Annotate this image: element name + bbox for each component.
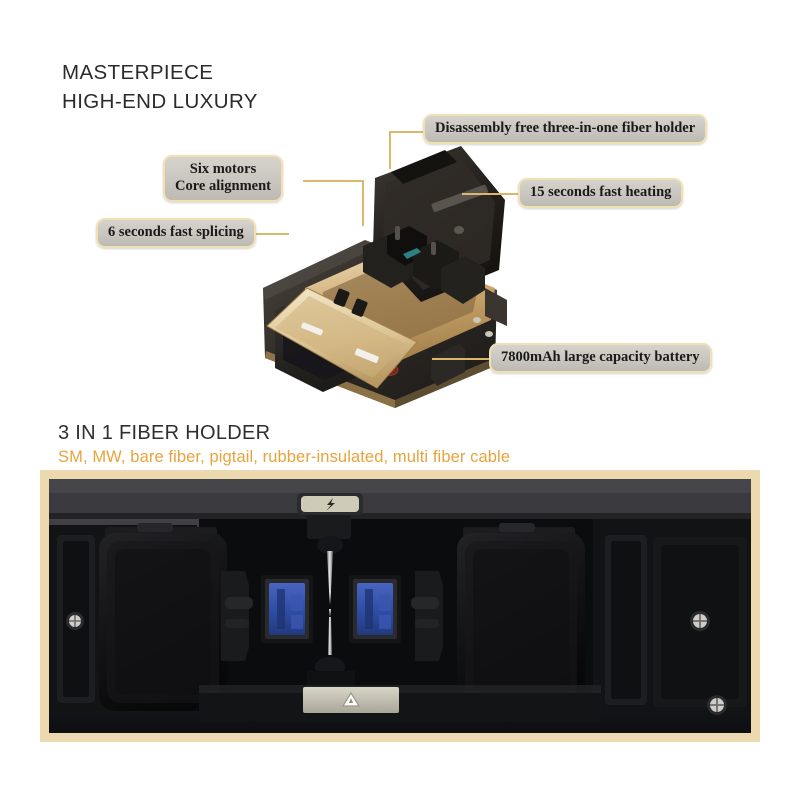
callout-six-motors-line-2: Core alignment [175,178,271,194]
section-subtitle: SM, MW, bare fiber, pigtail, rubber-insu… [58,448,511,466]
callout-fiber-holder: Disassembly free three-in-one fiber hold… [423,114,708,144]
leader-line-holder-vertical [389,131,391,169]
detail-photo-canvas [49,479,751,733]
headline-line-1: MASTERPIECE [62,61,214,84]
callout-fast-splicing: 6 seconds fast splicing [96,218,256,248]
section-heading-block: 3 IN 1 FIBER HOLDER SM, MW, bare fiber, … [58,420,510,469]
leader-line-splicing [253,233,289,235]
headline-block: MASTERPIECE HIGH-END LUXURY [62,58,482,116]
detail-photo-fiber-holder [40,470,760,742]
callout-fiber-holder-label: Disassembly free three-in-one fiber hold… [435,120,696,136]
product-photo-splicer [245,120,525,410]
callout-fast-splicing-label: 6 seconds fast splicing [108,224,244,240]
leader-line-battery [432,358,490,360]
callout-battery-capacity: 7800mAh large capacity battery [489,343,712,373]
callout-six-motors-line-1: Six motors [189,161,257,177]
leader-line-holder-horizontal [389,131,425,133]
leader-line-motors-vertical [362,180,364,226]
leader-line-motors-horizontal [303,180,363,182]
callout-fast-heating: 15 seconds fast heating [518,178,684,208]
headline-line-2: HIGH-END LUXURY [62,90,258,113]
callout-fast-heating-label: 15 seconds fast heating [530,184,672,200]
callout-six-motors: Six motors Core alignment [163,155,283,202]
callout-battery-capacity-label: 7800mAh large capacity battery [501,349,700,365]
leader-line-heating [462,193,520,195]
section-title: 3 IN 1 FIBER HOLDER [58,422,271,444]
